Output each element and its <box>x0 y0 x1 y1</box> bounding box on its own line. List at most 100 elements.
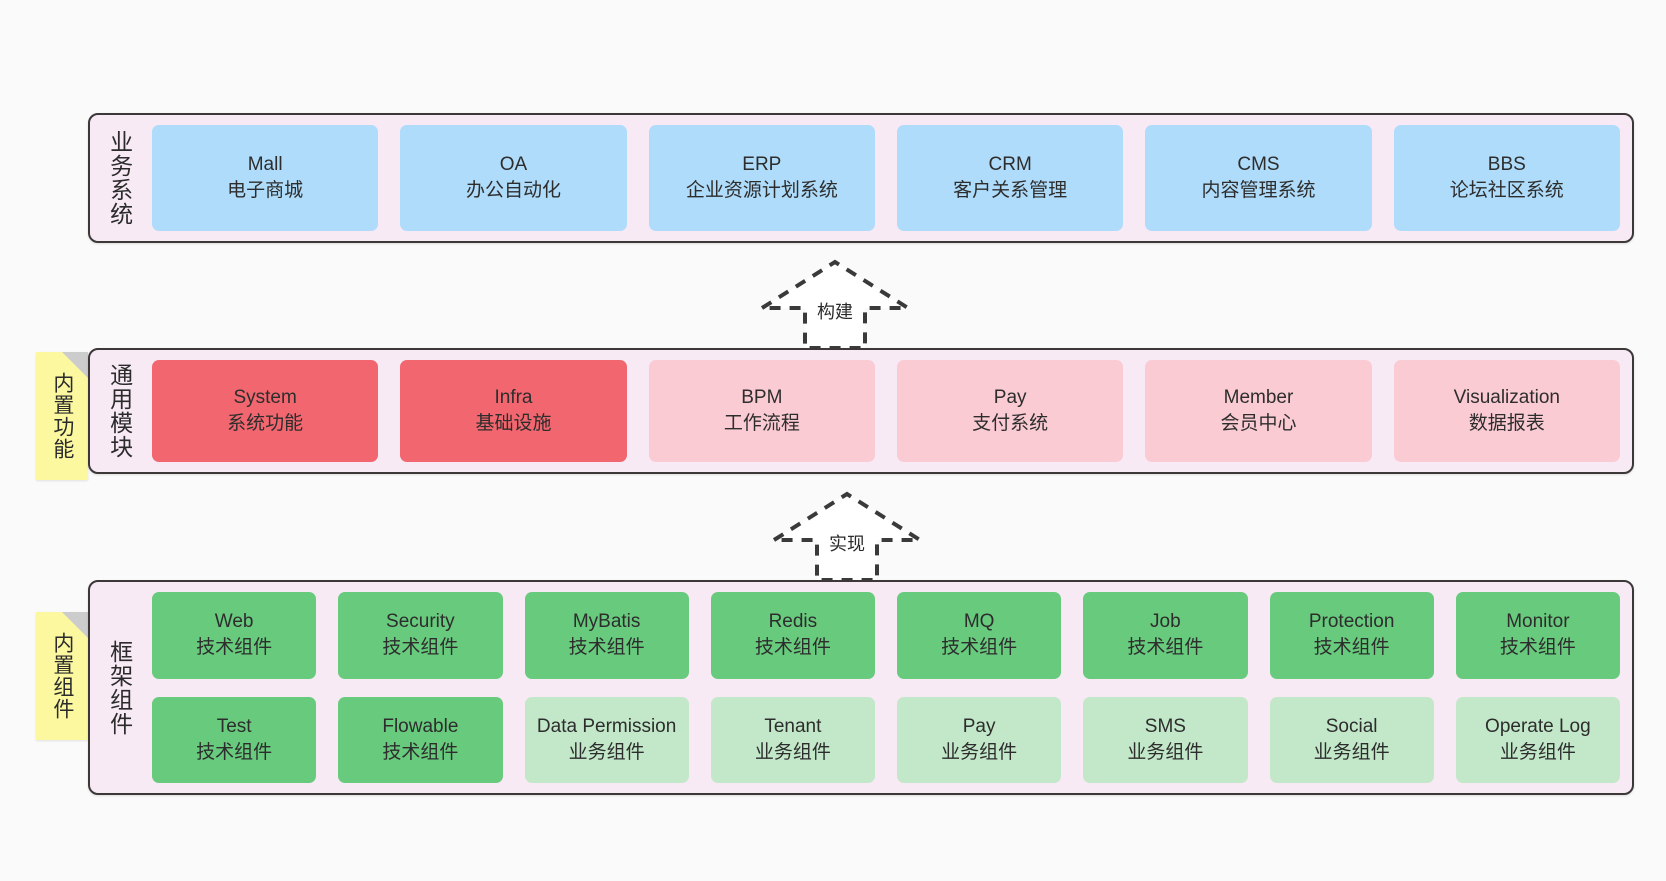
card-desc: 技术组件 <box>754 637 831 659</box>
card-title: BBS <box>1487 153 1526 175</box>
card-desc: 客户关系管理 <box>953 180 1068 201</box>
layer-framework-body: Web 技术组件 Security 技术组件 MyBatis 技术组件 Redi… <box>140 592 1620 783</box>
card-desc: 技术组件 <box>568 637 645 659</box>
card-desc: 系统功能 <box>227 413 304 434</box>
sticky-builtin-function: 内置功能 <box>36 352 88 480</box>
card-title: CMS <box>1237 153 1280 175</box>
card-title: MyBatis <box>572 611 641 633</box>
framework-row-technical: Web 技术组件 Security 技术组件 MyBatis 技术组件 Redi… <box>152 592 1620 679</box>
card-system[interactable]: System 系统功能 <box>152 360 379 462</box>
arrow-build: 构建 <box>755 258 915 350</box>
layer-business-title: 业务系统 <box>106 130 133 226</box>
card-mall[interactable]: Mall 电子商城 <box>152 125 379 231</box>
card-crm[interactable]: CRM 客户关系管理 <box>896 125 1124 231</box>
card-title: Data Permission <box>536 715 677 737</box>
card-social[interactable]: Social 业务组件 <box>1269 696 1434 783</box>
card-desc: 企业资源计划系统 <box>685 180 838 201</box>
card-redis[interactable]: Redis 技术组件 <box>710 592 875 679</box>
card-oa[interactable]: OA 办公自动化 <box>400 125 627 231</box>
card-tenant[interactable]: Tenant 业务组件 <box>710 696 875 783</box>
card-title: Social <box>1325 715 1378 737</box>
card-desc: 内容管理系统 <box>1201 180 1316 201</box>
card-sms[interactable]: SMS 业务组件 <box>1083 696 1248 783</box>
card-title: SMS <box>1144 715 1186 737</box>
card-title: Visualization <box>1453 386 1560 408</box>
sticky-builtin-component: 内置组件 <box>36 612 88 740</box>
sticky-label: 内置组件 <box>50 632 74 720</box>
card-data-permission[interactable]: Data Permission 业务组件 <box>524 696 689 783</box>
card-desc: 业务组件 <box>1127 741 1204 763</box>
card-desc: 技术组件 <box>1499 637 1576 659</box>
card-desc: 业务组件 <box>754 741 831 763</box>
card-title: OA <box>499 153 528 175</box>
sticky-label: 内置功能 <box>50 372 74 460</box>
page-fold-icon <box>62 352 88 378</box>
card-title: Infra <box>494 386 533 408</box>
card-title: Pay <box>962 715 996 737</box>
layer-business-systems: 业务系统 Mall 电子商城 OA 办公自动化 ERP 企业资源计划系统 CRM… <box>88 113 1634 243</box>
card-cms[interactable]: CMS 内容管理系统 <box>1145 125 1372 231</box>
card-security[interactable]: Security 技术组件 <box>338 592 503 679</box>
card-title: Flowable <box>382 715 459 737</box>
card-title: Member <box>1223 386 1294 408</box>
card-desc: 技术组件 <box>196 637 273 659</box>
arrow-implement-label: 实现 <box>829 534 865 554</box>
card-desc: 业务组件 <box>1499 741 1576 763</box>
layer-business-body: Mall 电子商城 OA 办公自动化 ERP 企业资源计划系统 CRM 客户关系… <box>140 125 1620 231</box>
card-desc: 技术组件 <box>1127 637 1204 659</box>
card-protection[interactable]: Protection 技术组件 <box>1269 592 1434 679</box>
card-title: Pay <box>993 386 1027 408</box>
card-title: ERP <box>742 153 782 175</box>
card-flowable[interactable]: Flowable 技术组件 <box>338 696 503 783</box>
card-member[interactable]: Member 会员中心 <box>1145 360 1372 462</box>
card-title: MQ <box>963 611 995 633</box>
card-mybatis[interactable]: MyBatis 技术组件 <box>524 592 689 679</box>
arrow-build-glyph <box>755 259 915 350</box>
card-job[interactable]: Job 技术组件 <box>1083 592 1248 679</box>
page-fold-icon <box>62 612 88 638</box>
card-pay-module[interactable]: Pay 支付系统 <box>896 360 1124 462</box>
card-desc: 会员中心 <box>1220 413 1297 434</box>
modules-card-row: System 系统功能 Infra 基础设施 BPM 工作流程 Pay 支付系统… <box>152 360 1620 462</box>
card-desc: 办公自动化 <box>465 180 561 201</box>
card-desc: 支付系统 <box>972 413 1049 434</box>
layer-framework-components: 框架组件 Web 技术组件 Security 技术组件 MyBatis 技术组件… <box>88 580 1634 795</box>
card-title: Mall <box>247 153 283 175</box>
card-desc: 技术组件 <box>941 637 1018 659</box>
card-monitor[interactable]: Monitor 技术组件 <box>1455 592 1620 679</box>
card-mq[interactable]: MQ 技术组件 <box>897 592 1062 679</box>
card-erp[interactable]: ERP 企业资源计划系统 <box>648 125 875 231</box>
card-title: CRM <box>988 153 1032 175</box>
card-bpm[interactable]: BPM 工作流程 <box>648 360 875 462</box>
arrow-implement: 实现 <box>767 490 927 582</box>
card-infra[interactable]: Infra 基础设施 <box>400 360 627 462</box>
card-pay-component[interactable]: Pay 业务组件 <box>897 696 1062 783</box>
card-operate-log[interactable]: Operate Log 业务组件 <box>1455 696 1620 783</box>
card-bbs[interactable]: BBS 论坛社区系统 <box>1393 125 1620 231</box>
card-desc: 电子商城 <box>227 180 304 201</box>
card-title: Job <box>1150 611 1181 633</box>
layer-modules-title: 通用模块 <box>106 363 133 459</box>
framework-row-business: Test 技术组件 Flowable 技术组件 Data Permission … <box>152 696 1620 783</box>
card-test[interactable]: Test 技术组件 <box>152 696 317 783</box>
card-desc: 业务组件 <box>568 741 645 763</box>
arrow-implement-glyph <box>767 491 927 582</box>
layer-modules-body: System 系统功能 Infra 基础设施 BPM 工作流程 Pay 支付系统… <box>140 360 1620 462</box>
card-desc: 数据报表 <box>1468 413 1545 434</box>
card-title: System <box>233 386 297 408</box>
card-desc: 工作流程 <box>723 413 800 434</box>
layer-framework-title: 框架组件 <box>106 639 133 736</box>
business-card-row: Mall 电子商城 OA 办公自动化 ERP 企业资源计划系统 CRM 客户关系… <box>152 125 1620 231</box>
card-desc: 论坛社区系统 <box>1449 180 1564 201</box>
card-title: Protection <box>1308 611 1395 633</box>
card-title: Redis <box>768 611 818 633</box>
card-desc: 技术组件 <box>196 741 273 763</box>
card-title: Web <box>214 611 254 633</box>
arrow-build-label: 构建 <box>817 302 853 322</box>
layer-common-modules: 通用模块 System 系统功能 Infra 基础设施 BPM 工作流程 Pay… <box>88 348 1634 474</box>
card-web[interactable]: Web 技术组件 <box>152 592 317 679</box>
card-desc: 业务组件 <box>941 741 1018 763</box>
card-visualization[interactable]: Visualization 数据报表 <box>1393 360 1620 462</box>
card-desc: 技术组件 <box>382 637 459 659</box>
card-desc: 基础设施 <box>475 413 552 434</box>
